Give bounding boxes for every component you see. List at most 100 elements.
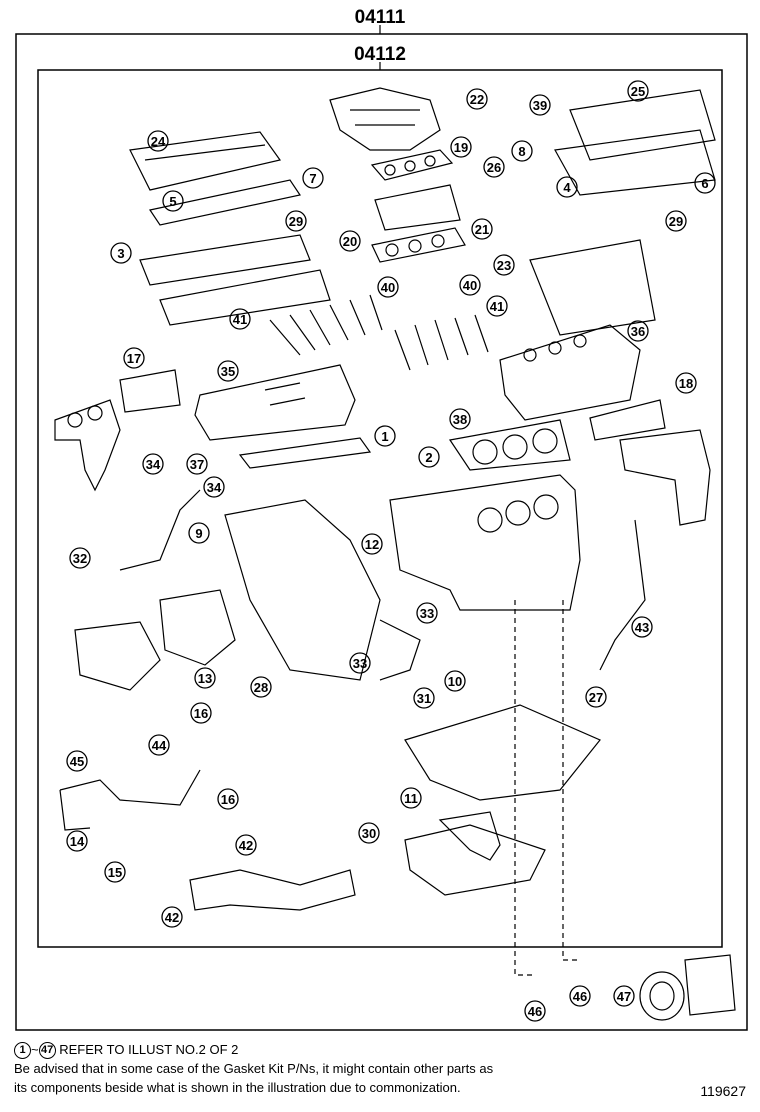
- svg-text:41: 41: [233, 312, 247, 327]
- svg-text:19: 19: [454, 140, 468, 155]
- svg-text:37: 37: [190, 457, 204, 472]
- svg-text:31: 31: [417, 691, 431, 706]
- svg-text:28: 28: [254, 680, 268, 695]
- callout-41b: 41: [486, 295, 508, 317]
- callout-20: 20: [339, 230, 361, 252]
- svg-text:2: 2: [425, 450, 432, 465]
- callout-16b: 16: [217, 788, 239, 810]
- callout-30: 30: [358, 822, 380, 844]
- svg-text:40: 40: [463, 278, 477, 293]
- callout-42a: 42: [235, 834, 257, 856]
- svg-text:42: 42: [165, 910, 179, 925]
- callout-46b: 46: [569, 985, 591, 1007]
- callout-11: 11: [400, 787, 422, 809]
- ref-end: 47: [38, 1042, 56, 1060]
- svg-text:10: 10: [448, 674, 462, 689]
- callout-32: 32: [69, 547, 91, 569]
- svg-text:5: 5: [169, 194, 176, 209]
- svg-text:8: 8: [518, 144, 525, 159]
- callout-26: 26: [483, 156, 505, 178]
- callout-44: 44: [148, 734, 170, 756]
- callout-33a: 33: [416, 602, 438, 624]
- svg-text:4: 4: [563, 180, 571, 195]
- svg-text:12: 12: [365, 537, 379, 552]
- svg-text:7: 7: [309, 171, 316, 186]
- notes: 1~47 REFER TO ILLUST NO.2 OF 2 Be advise…: [14, 1040, 734, 1097]
- svg-text:35: 35: [221, 364, 235, 379]
- svg-text:9: 9: [195, 526, 202, 541]
- svg-text:33: 33: [420, 606, 434, 621]
- svg-text:24: 24: [151, 134, 166, 149]
- svg-text:3: 3: [117, 246, 124, 261]
- svg-text:44: 44: [152, 738, 167, 753]
- svg-text:16: 16: [194, 706, 208, 721]
- svg-text:27: 27: [589, 690, 603, 705]
- callout-27: 27: [585, 686, 607, 708]
- callout-10: 10: [444, 670, 466, 692]
- svg-text:11: 11: [404, 791, 418, 806]
- svg-text:39: 39: [533, 98, 547, 113]
- svg-text:32: 32: [73, 551, 87, 566]
- svg-text:18: 18: [679, 376, 693, 391]
- svg-text:26: 26: [487, 160, 501, 175]
- callout-15: 15: [104, 861, 126, 883]
- callout-34a: 34: [142, 453, 164, 475]
- callout-40a: 40: [377, 276, 399, 298]
- svg-text:13: 13: [198, 671, 212, 686]
- callout-18: 18: [675, 372, 697, 394]
- ref-line: 1~47 REFER TO ILLUST NO.2 OF 2: [14, 1040, 734, 1060]
- callout-8: 8: [511, 140, 533, 162]
- callout-36: 36: [627, 320, 649, 342]
- svg-text:15: 15: [108, 865, 122, 880]
- callout-31: 31: [413, 687, 435, 709]
- callout-17: 17: [123, 347, 145, 369]
- svg-text:29: 29: [289, 214, 303, 229]
- callout-21: 21: [471, 218, 493, 240]
- svg-text:45: 45: [70, 754, 84, 769]
- outer-code: 04111: [355, 7, 406, 28]
- callout-23: 23: [493, 254, 515, 276]
- callout-35: 35: [217, 360, 239, 382]
- svg-text:1: 1: [381, 429, 388, 444]
- callout-6: 6: [694, 172, 716, 194]
- callout-33b: 33: [349, 652, 371, 674]
- svg-text:43: 43: [635, 620, 649, 635]
- svg-text:23: 23: [497, 258, 511, 273]
- callout-5: 5: [162, 190, 184, 212]
- svg-text:25: 25: [631, 84, 645, 99]
- callout-46a: 46: [524, 1000, 546, 1022]
- svg-text:33: 33: [353, 656, 367, 671]
- callout-7: 7: [302, 167, 324, 189]
- callout-9: 9: [188, 522, 210, 544]
- callout-29b: 29: [665, 210, 687, 232]
- parts-artwork: [54, 87, 736, 1021]
- callout-19: 19: [450, 136, 472, 158]
- inner-code: 04112: [354, 44, 406, 65]
- callout-24: 24: [147, 130, 169, 152]
- svg-text:47: 47: [617, 989, 631, 1004]
- note-line-1: Be advised that in some case of the Gask…: [14, 1061, 494, 1077]
- callout-14: 14: [66, 830, 88, 852]
- illustration-number: 119627: [700, 1083, 746, 1099]
- note-line-2: its components beside what is shown in t…: [14, 1080, 461, 1096]
- callout-41a: 41: [229, 308, 251, 330]
- svg-text:46: 46: [528, 1004, 542, 1019]
- callout-2: 2: [418, 446, 440, 468]
- callouts: 22 24 39 25 19 8 26 7 4 6 5 29 29 21 3 2…: [66, 80, 716, 1022]
- inner-frame: [37, 69, 723, 948]
- callout-12: 12: [361, 533, 383, 555]
- callout-38: 38: [449, 408, 471, 430]
- callout-47: 47: [613, 985, 635, 1007]
- svg-text:40: 40: [381, 280, 395, 295]
- callout-40b: 40: [459, 274, 481, 296]
- callout-16a: 16: [190, 702, 212, 724]
- callout-39: 39: [529, 94, 551, 116]
- svg-text:30: 30: [362, 826, 376, 841]
- svg-text:6: 6: [701, 176, 708, 191]
- ref-start: 1: [14, 1042, 31, 1060]
- ref-tilde: ~: [31, 1042, 39, 1057]
- svg-text:14: 14: [70, 834, 85, 849]
- svg-text:41: 41: [490, 299, 504, 314]
- svg-text:21: 21: [475, 222, 489, 237]
